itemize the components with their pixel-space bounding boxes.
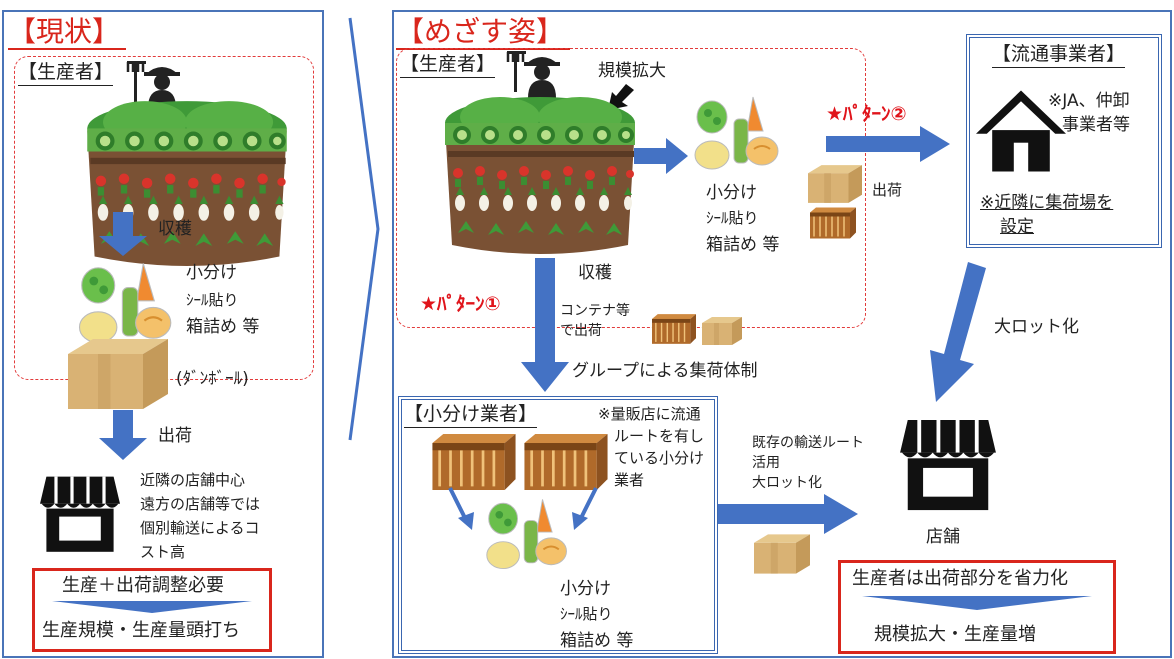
subdivider-box bbox=[398, 396, 718, 654]
target-summary-top: 生産者は出荷部分を省力化 bbox=[852, 568, 1068, 589]
current-store-note-2: 遠方の店舗等では bbox=[140, 495, 261, 513]
distributor-box bbox=[966, 34, 1162, 248]
current-shipping-arrow bbox=[99, 410, 147, 460]
distributor-to-store-arrow bbox=[930, 262, 986, 402]
pattern1-crate bbox=[651, 313, 697, 345]
current-summary-bottom: 生産規模・生産量頭打ち bbox=[42, 620, 240, 641]
current-shipping-label: 出荷 bbox=[158, 426, 192, 446]
target-store-icon bbox=[898, 418, 998, 513]
current-store-note-1: 近隣の店舗中心 bbox=[140, 471, 246, 489]
current-veg-bags bbox=[78, 262, 172, 344]
current-packing-2: ｼｰﾙ貼り bbox=[186, 291, 239, 309]
pattern1-box bbox=[702, 317, 742, 345]
distributor-note-2: 事業者等 bbox=[1062, 115, 1130, 135]
target-scale-up-label: 規模拡大 bbox=[598, 61, 666, 81]
current-producer-label: 【生産者】 bbox=[18, 60, 114, 86]
group-system-label: グループによる集荷体制 bbox=[572, 361, 758, 381]
target-harvest-label: 収穫 bbox=[578, 263, 612, 283]
pattern2-label: ★ﾊﾟﾀｰﾝ② bbox=[826, 103, 907, 125]
target-farm-image bbox=[445, 97, 635, 254]
target-ship-crate bbox=[809, 206, 857, 240]
current-title: 【現状】 bbox=[8, 16, 127, 50]
subdivider-note-4: 業者 bbox=[614, 471, 645, 489]
distributor-note-1: ※JA、仲卸 bbox=[1048, 91, 1130, 111]
distributor-title: 【流通事業者】 bbox=[992, 42, 1126, 68]
subdivider-note-2: ルートを有し bbox=[614, 427, 705, 445]
subdivider-veg-bags bbox=[485, 498, 568, 570]
subdivider-note-3: ている小分け bbox=[614, 449, 705, 467]
target-packing-3: 箱詰め 等 bbox=[706, 235, 780, 255]
transport-note-3: 大ロット化 bbox=[752, 475, 822, 491]
subdivider-note-1: ※量販店に流通 bbox=[598, 405, 701, 423]
subdivider-arrow-left bbox=[448, 487, 474, 530]
distributor-hub-2: 設定 bbox=[1000, 217, 1034, 237]
target-store-label: 店舗 bbox=[926, 527, 960, 547]
subdivider-arrow-right bbox=[572, 487, 598, 530]
large-lot-label: 大ロット化 bbox=[994, 317, 1079, 337]
current-packing-1: 小分け bbox=[186, 263, 237, 283]
current-cardboard-box bbox=[68, 339, 168, 409]
current-summary-arrow bbox=[52, 601, 252, 613]
current-store-icon bbox=[38, 475, 122, 554]
transition-chevron bbox=[348, 17, 380, 441]
target-producer-label: 【生産者】 bbox=[400, 52, 496, 78]
target-panel bbox=[392, 10, 1172, 658]
pattern1-label: ★ﾊﾟﾀｰﾝ① bbox=[420, 293, 501, 315]
target-summary-bottom: 規模拡大・生産量増 bbox=[874, 624, 1036, 645]
target-veg-bags bbox=[694, 96, 779, 170]
transport-note-1: 既存の輸送ルート bbox=[752, 435, 864, 451]
target-packing-2: ｼｰﾙ貼り bbox=[706, 209, 759, 227]
transport-note-2: 活用 bbox=[752, 455, 780, 471]
transport-box bbox=[754, 534, 810, 574]
target-harvest-arrow bbox=[521, 258, 569, 392]
current-packing-3: 箱詰め 等 bbox=[186, 317, 260, 337]
current-harvest-arrow bbox=[99, 212, 147, 256]
subdivider-to-store-arrow bbox=[718, 494, 858, 534]
target-title: 【めざす姿】 bbox=[396, 16, 571, 50]
container-ship-2: で出荷 bbox=[560, 323, 602, 339]
current-store-note-4: スト高 bbox=[140, 543, 186, 561]
subdivider-packing-2: ｼｰﾙ貼り bbox=[560, 605, 613, 623]
target-scale-up-pointer bbox=[608, 84, 634, 110]
current-panel bbox=[2, 10, 324, 658]
subdivider-packing-1: 小分け bbox=[560, 579, 611, 599]
distributor-hub-1: ※近隣に集荷場を bbox=[980, 193, 1114, 213]
target-producer-area bbox=[396, 48, 866, 328]
subdivider-packing-3: 箱詰め 等 bbox=[560, 631, 634, 651]
target-ship-box bbox=[808, 165, 862, 203]
subdivider-title: 【小分け業者】 bbox=[404, 402, 538, 428]
pattern2-arrow bbox=[826, 126, 950, 162]
target-farm-to-packing-arrow bbox=[634, 138, 688, 174]
current-store-note-3: 個別輸送によるコ bbox=[140, 519, 260, 537]
target-packing-1: 小分け bbox=[706, 183, 757, 203]
target-summary-arrow bbox=[862, 596, 1092, 610]
subdivider-crate-left bbox=[431, 432, 517, 492]
target-ship-label: 出荷 bbox=[872, 181, 903, 199]
container-ship-1: コンテナ等 bbox=[560, 303, 630, 319]
current-harvest-label: 収穫 bbox=[158, 219, 192, 239]
subdivider-crate-right bbox=[523, 432, 609, 492]
current-summary-top: 生産＋出荷調整必要 bbox=[62, 575, 224, 596]
current-cardboard-label: (ﾀﾞﾝﾎﾞｰﾙ) bbox=[176, 369, 249, 389]
